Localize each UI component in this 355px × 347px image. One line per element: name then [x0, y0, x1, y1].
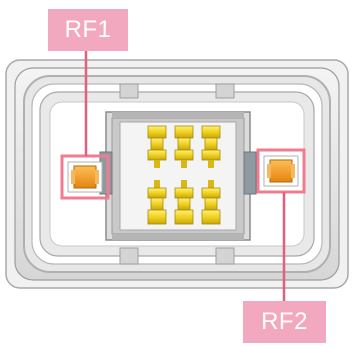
rf2-pad — [263, 155, 299, 187]
contact-pin — [174, 180, 194, 225]
contact-pin — [201, 125, 221, 168]
rf1-callout-label: RF1 — [48, 9, 128, 51]
rf2-callout-label: RF2 — [243, 301, 326, 343]
rf2-highlight-box — [256, 148, 306, 194]
contact-pin — [147, 125, 167, 168]
rf1-pad — [67, 161, 103, 193]
contact-pins-top-row — [147, 125, 221, 168]
mounting-tabs — [119, 83, 235, 265]
contact-pin — [174, 125, 194, 168]
contact-pins-bottom-row — [147, 180, 221, 225]
contact-pin — [147, 180, 167, 225]
contact-pin — [201, 180, 221, 225]
